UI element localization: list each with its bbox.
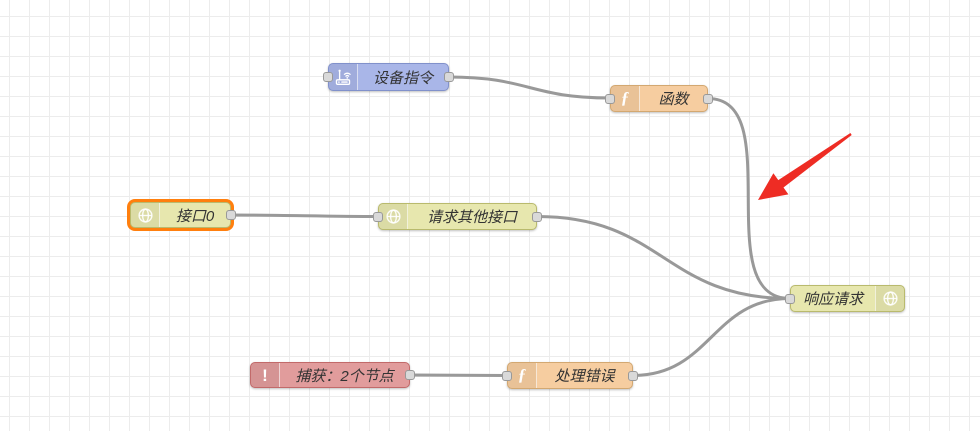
wire-handle-error-to-respond-request[interactable]: [631, 297, 792, 377]
flow-node-function[interactable]: ƒ 函数: [605, 85, 713, 112]
function-icon: ƒ: [508, 363, 537, 388]
node-label: 响应请求: [802, 291, 863, 308]
node-label: 接口0: [175, 207, 215, 225]
node-port-in[interactable]: [605, 93, 615, 104]
wire-function-to-respond-request[interactable]: [706, 97, 792, 300]
globe-icon: [379, 204, 408, 229]
node-port-out[interactable]: [226, 210, 236, 220]
node-label: 函数: [658, 91, 689, 108]
exclamation-icon: !: [251, 363, 280, 387]
flow-node-handle-error[interactable]: ƒ 处理错误: [502, 362, 638, 389]
globe-icon: [875, 286, 904, 311]
node-port-out[interactable]: [444, 72, 454, 82]
red-arrow-annotation-icon: [758, 133, 852, 200]
globe-icon: [131, 203, 160, 227]
node-label: 设备指令: [372, 69, 433, 87]
node-port-out[interactable]: [405, 370, 415, 380]
wire-device-command-to-function[interactable]: [447, 75, 612, 100]
wire-catch-nodes-to-handle-error[interactable]: [408, 373, 509, 377]
node-label: 请求其他接口: [426, 209, 517, 226]
node-port-in[interactable]: [785, 293, 795, 304]
node-port-in[interactable]: [373, 211, 383, 222]
flow-node-request-other-interface[interactable]: 请求其他接口: [373, 203, 542, 230]
wire-request-other-interface-to-respond-request[interactable]: [535, 215, 792, 300]
node-label: 捕获：2个节点: [295, 367, 394, 385]
function-icon: ƒ: [611, 86, 640, 111]
node-port-out[interactable]: [628, 370, 638, 381]
flow-node-catch-nodes[interactable]: ! 捕获：2个节点: [250, 362, 415, 388]
wire-interface-0-to-request-other-interface[interactable]: [229, 213, 380, 218]
node-label: 处理错误: [554, 368, 615, 385]
node-port-in[interactable]: [323, 72, 333, 82]
node-port-out[interactable]: [703, 93, 713, 104]
node-port-in[interactable]: [502, 370, 512, 381]
node-port-out[interactable]: [532, 211, 542, 222]
flow-node-device-command[interactable]: 设备指令: [323, 63, 454, 91]
device-icon: [329, 64, 358, 90]
flow-node-respond-request[interactable]: 响应请求: [785, 285, 905, 312]
flow-node-interface-0[interactable]: 接口0: [130, 202, 236, 228]
